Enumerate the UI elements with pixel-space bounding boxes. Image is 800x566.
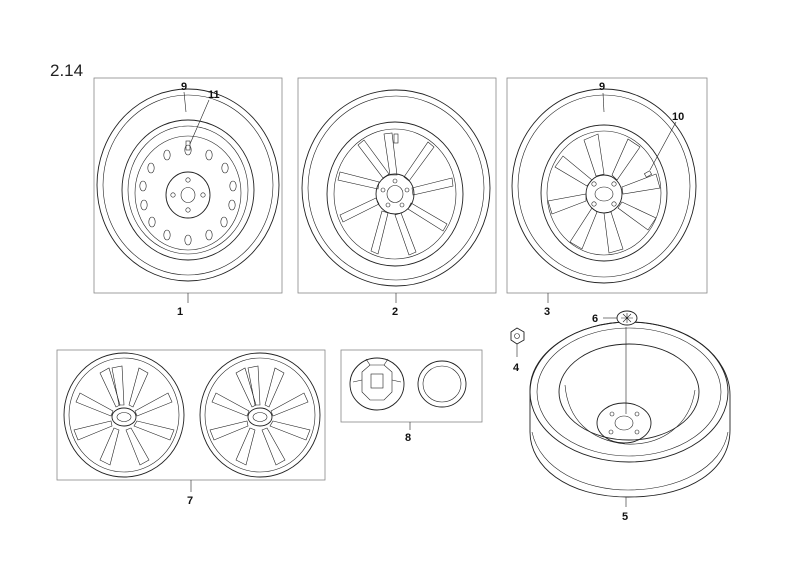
valve-stem-icon [393,133,399,144]
center-cap-frame [340,349,483,423]
callout-8: 8 [405,432,411,444]
hub-ring [417,360,467,408]
steel-rim-vent-holes [139,144,237,246]
wheel-cover-set: 7 [56,349,326,507]
section-number: 2.14 [50,61,83,80]
alloy-wheel-wide-spoke-assembly: 9 10 3 [506,77,708,318]
callout-3: 3 [544,306,550,318]
hold-down-cap: 6 [592,310,638,326]
callout-9-right: 9 [599,81,605,93]
hex-nut-icon [510,327,525,345]
wheel-spokes [337,132,454,256]
tire-outer [301,89,491,287]
wheel-cover-left [63,352,185,478]
center-cap [349,357,405,411]
tire-outer [511,88,697,284]
wheel-emblem-icon [594,186,614,202]
cover-emblem-icon [116,412,132,422]
wheel-spokes [547,133,661,254]
wheel-cover-right [199,352,321,478]
callout-10: 10 [672,111,684,123]
valve-stem-icon [185,140,191,151]
callout-9-left: 9 [181,81,187,93]
callout-5: 5 [622,511,628,523]
tire-outer [96,88,280,282]
callout-7: 7 [187,495,193,507]
callout-11: 11 [208,89,220,101]
wheel-cover-frame [56,349,326,481]
callout-6: 6 [592,313,598,325]
valve-stem-icon [643,170,653,178]
center-cap-kit: 8 [340,349,483,444]
lug-nut: 4 [510,327,525,374]
callout-4: 4 [513,362,520,374]
steel-wheel-assembly: 9 11 1 [93,77,283,318]
callout-2: 2 [392,306,398,318]
spare-wheel: 5 [529,321,731,523]
cover-emblem-icon [252,412,268,422]
alloy-wheel-3-frame [506,77,708,294]
alloy-wheel-thin-spoke-assembly: 2 [297,77,497,318]
spare-hub [596,402,652,444]
callout-1: 1 [177,306,183,318]
alloy-wheel-2-frame [297,77,497,294]
